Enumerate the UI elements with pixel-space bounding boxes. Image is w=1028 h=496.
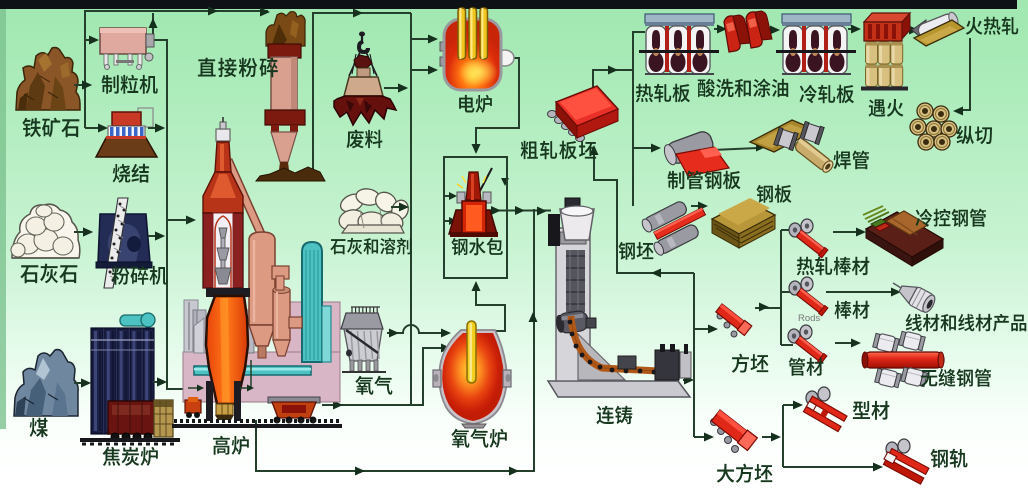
svg-text:Rods: Rods: [798, 313, 820, 324]
